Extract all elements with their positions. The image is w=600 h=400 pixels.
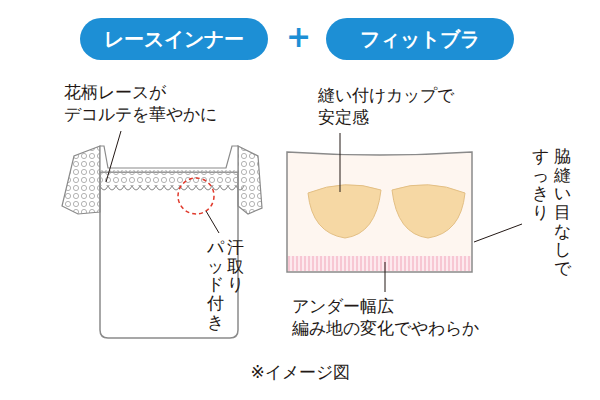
- lace-scallop: [132, 186, 140, 190]
- lace-scallop: [124, 186, 132, 190]
- lace-scallop: [116, 186, 124, 190]
- cup: [392, 185, 465, 238]
- lace-scallop: [220, 186, 228, 190]
- feature-note: 脇縫い目なしで: [554, 147, 571, 278]
- header-pill: フィットブラ: [326, 18, 514, 60]
- leader-line: [106, 131, 121, 182]
- left-sleeve-lace: [62, 146, 100, 214]
- lace-scallop: [100, 186, 108, 190]
- neck-lace: [100, 170, 238, 186]
- right-sleeve-lace: [238, 146, 262, 214]
- lace-scallop: [196, 186, 204, 190]
- lace-scallop: [164, 186, 172, 190]
- leader-line: [385, 262, 386, 292]
- header-text: フィットブラ: [360, 27, 480, 51]
- caption: ※イメージ図: [250, 361, 349, 383]
- leader-line: [474, 224, 522, 242]
- feature-note: 花柄レースが デコルテを華やかに: [64, 81, 234, 125]
- lace-scallop: [108, 186, 116, 190]
- feature-note: すっきり: [532, 147, 549, 222]
- lace-scallops: [100, 186, 244, 190]
- inner-body: [100, 172, 238, 338]
- feature-note: 汗取り: [227, 238, 244, 294]
- lace-scallop: [172, 186, 180, 190]
- lace-scallop: [188, 186, 196, 190]
- shoulder-strap: [100, 146, 238, 172]
- lace-scallop: [156, 186, 164, 190]
- lace-scallop: [228, 186, 236, 190]
- lace-scallop: [148, 186, 156, 190]
- leader-line: [340, 133, 341, 192]
- header-pill: レースインナー: [80, 18, 268, 60]
- header-text: レースインナー: [104, 27, 244, 51]
- pad-marker: [178, 178, 214, 214]
- cup: [308, 185, 381, 238]
- leader-line: [206, 211, 219, 233]
- under-band: [288, 256, 471, 271]
- lace-inner-drawing: [62, 131, 262, 338]
- feature-note: アンダー幅広 編み地の変化でやわらか: [292, 295, 530, 339]
- lace-scallop: [204, 186, 212, 190]
- lace-scallop: [140, 186, 148, 190]
- lace-scallop: [236, 186, 244, 190]
- fit-bra-drawing: [287, 133, 522, 292]
- bra-body: [287, 152, 472, 272]
- feature-note: 縫い付けカップで 安定感: [318, 84, 471, 128]
- feature-note: パッド付き: [207, 238, 224, 331]
- plus-sign: +: [286, 22, 311, 52]
